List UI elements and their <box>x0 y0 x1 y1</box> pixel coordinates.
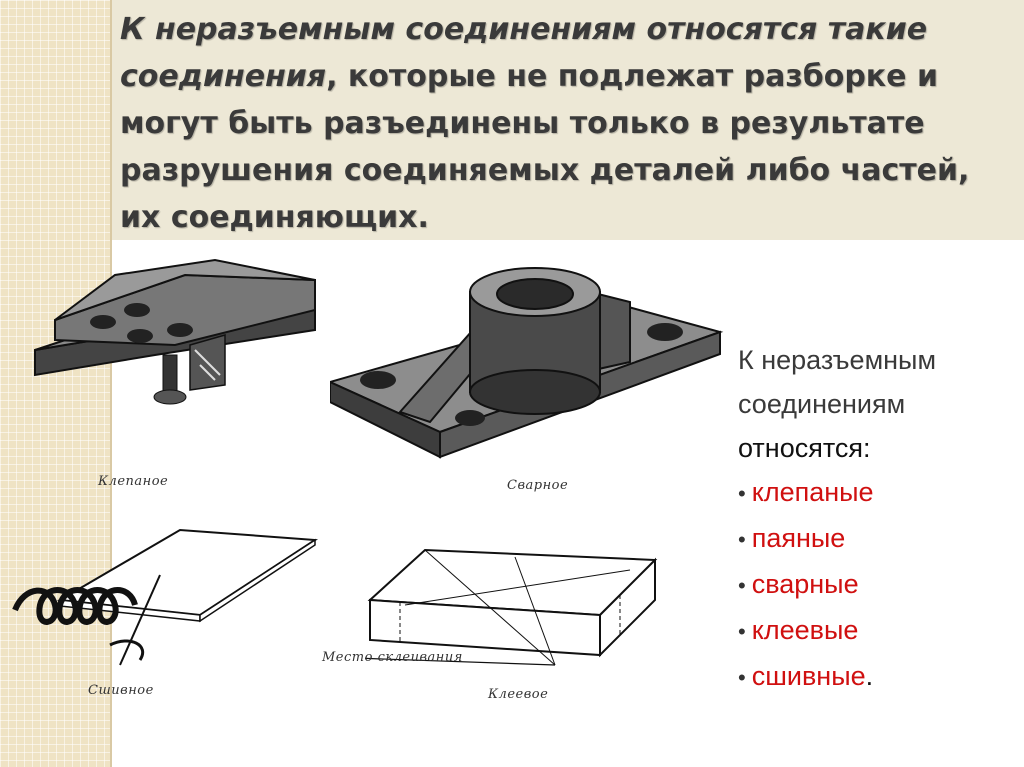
list-heading-line2: соединениям <box>738 389 906 419</box>
list-item: •клепаные <box>738 470 1018 516</box>
list-item-label: сшивные <box>751 661 866 691</box>
list-item: •сварные <box>738 562 1018 608</box>
riveted-joint-drawing <box>34 258 316 405</box>
list-item-label: паяные <box>751 523 846 553</box>
bullet-icon: • <box>738 573 746 598</box>
list-item: •клеевые <box>738 608 1018 654</box>
title-rest: , которые не подлежат разборке и могут б… <box>120 59 970 235</box>
joint-types-list: К неразъемным соединениям относятся: •кл… <box>738 338 1018 700</box>
welded-joint-drawing <box>330 267 724 459</box>
bullet-icon: • <box>738 481 746 506</box>
bullet-icon: • <box>738 527 746 552</box>
joint-types: •клепаные •паяные •сварные •клеевые •сши… <box>738 470 1018 700</box>
title-italic-part: К неразъемным соединениям относятся таки… <box>120 12 928 94</box>
final-dot: . <box>865 661 874 691</box>
riveted-caption: Клепаное <box>98 474 169 489</box>
list-heading-line1: К неразъемным <box>738 345 937 375</box>
sewn-caption: Сшивное <box>88 683 154 698</box>
slide-title: К неразъемным соединениям относятся таки… <box>120 6 1000 241</box>
list-heading-line3: относятся: <box>738 433 871 463</box>
glued-caption: Клеевое <box>488 687 549 702</box>
list-item: •сшивные. <box>738 654 1018 700</box>
sewn-joint-drawing <box>12 528 319 666</box>
list-item-label: клеевые <box>751 615 859 645</box>
bullet-icon: • <box>738 665 746 690</box>
list-item: •паяные <box>738 516 1018 562</box>
glue-place-caption: Место склеивания <box>322 650 463 665</box>
welded-caption: Сварное <box>507 478 569 493</box>
bullet-icon: • <box>738 619 746 644</box>
glued-joint-drawing <box>365 548 658 666</box>
list-item-label: сварные <box>751 569 859 599</box>
list-item-label: клепаные <box>751 477 874 507</box>
title-background <box>112 0 1024 240</box>
decorative-grid-strip <box>0 0 112 767</box>
